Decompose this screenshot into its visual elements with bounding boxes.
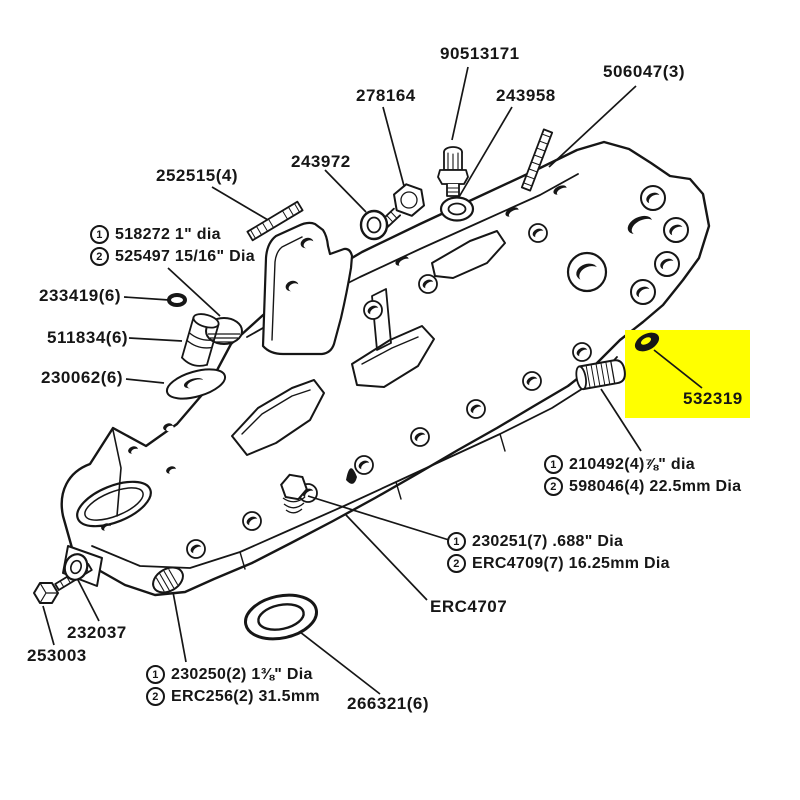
circled-number-icon: 2 [447, 554, 466, 573]
part-label-243958[interactable]: 243958 [496, 86, 556, 105]
circled-number-icon: 1 [447, 532, 466, 551]
note-core-plugs-row-2[interactable]: 2 525497 15/16" Dia [90, 247, 255, 266]
part-label-278164[interactable]: 278164 [356, 86, 416, 105]
part-drawing-511834 [181, 313, 220, 367]
circled-number-icon: 1 [90, 225, 109, 244]
circled-number-icon: 2 [146, 687, 165, 706]
part-label-233419[interactable]: 233419(6) [39, 286, 122, 305]
part-drawing-266321 [244, 593, 318, 641]
part-label-243972[interactable]: 243972 [291, 152, 351, 171]
note-bottom-plugs-row-1[interactable]: 1 230250(2) 1⅜" Dia [146, 665, 320, 684]
circled-number-icon: 1 [146, 665, 165, 684]
part-drawing-532319[interactable] [632, 329, 703, 389]
part-label-266321[interactable]: 266321(6) [347, 694, 430, 713]
part-drawing-252515 [246, 200, 304, 242]
note-center-plugs: 1 230251(7) .688" Dia 2 ERC4709(7) 16.25mm … [447, 532, 670, 573]
note-right-plugs-row-1[interactable]: 1 210492(4)⅞" dia [544, 455, 741, 474]
part-label-232037[interactable]: 232037 [67, 623, 127, 642]
note-text: ERC256(2) 31.5mm [171, 687, 320, 705]
circled-number-icon: 1 [544, 455, 563, 474]
part-label-511834[interactable]: 511834(6) [47, 328, 129, 347]
note-text: 230251(7) .688" Dia [472, 532, 624, 550]
note-bottom-plugs-row-2[interactable]: 2 ERC256(2) 31.5mm [146, 687, 320, 706]
note-center-plugs-row-2[interactable]: 2 ERC4709(7) 16.25mm Dia [447, 554, 670, 573]
part-label-ERC4707[interactable]: ERC4707 [430, 597, 508, 616]
note-text: 518272 1" dia [115, 225, 221, 243]
part-drawing-232037 [63, 553, 89, 581]
note-center-plugs-row-1[interactable]: 1 230251(7) .688" Dia [447, 532, 670, 551]
note-text: 230250(2) 1⅜" Dia [171, 665, 313, 683]
note-text: 598046(4) 22.5mm Dia [569, 477, 742, 495]
part-drawing-243972 [359, 209, 389, 241]
part-drawing-210492 [575, 359, 626, 391]
part-drawing-230250 [152, 566, 184, 594]
part-label-230062[interactable]: 230062(6) [41, 368, 124, 387]
note-text: 210492(4)⅞" dia [569, 455, 695, 473]
mounting-bracket-drawing [261, 221, 354, 356]
note-text: ERC4709(7) 16.25mm Dia [472, 554, 670, 572]
head-body-drawing [60, 140, 711, 597]
note-core-plugs-row-1[interactable]: 1 518272 1" dia [90, 225, 255, 244]
circled-number-icon: 2 [544, 477, 563, 496]
note-core-plugs: 1 518272 1" dia 2 525497 15/16" Dia [90, 225, 255, 266]
part-label-253003[interactable]: 253003 [27, 646, 87, 665]
part-drawing-230062 [165, 368, 227, 400]
leader-lines [42, 66, 642, 695]
part-drawing-90513171 [437, 146, 469, 197]
part-label-506047[interactable]: 506047(3) [603, 62, 686, 81]
note-right-plugs-row-2[interactable]: 2 598046(4) 22.5mm Dia [544, 477, 741, 496]
part-drawing-243958 [439, 196, 475, 222]
part-label-532319[interactable]: 532319 [683, 389, 743, 408]
part-label-252515[interactable]: 252515(4) [156, 166, 239, 185]
part-label-90513171[interactable]: 90513171 [440, 44, 520, 63]
note-right-plugs: 1 210492(4)⅞" dia 2 598046(4) 22.5mm Dia [544, 455, 741, 496]
part-drawing-506047 [520, 128, 554, 192]
circled-number-icon: 2 [90, 247, 109, 266]
part-drawing-230251 [280, 473, 308, 514]
note-bottom-plugs: 1 230250(2) 1⅜" Dia 2 ERC256(2) 31.5mm [146, 665, 320, 706]
note-text: 525497 15/16" Dia [115, 247, 255, 265]
